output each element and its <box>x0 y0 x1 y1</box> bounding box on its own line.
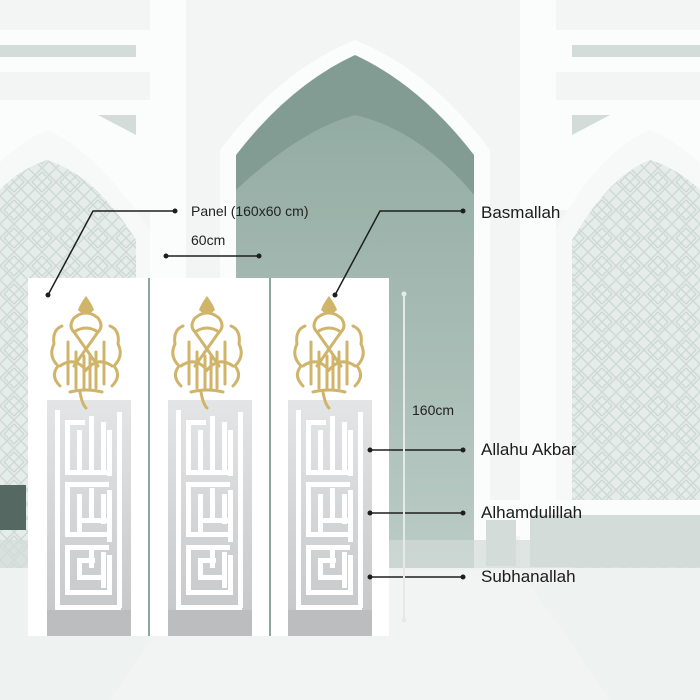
basmallah-label: Basmallah <box>481 203 561 222</box>
panel-divider <box>269 278 271 636</box>
allahu-akbar-label: Allahu Akbar <box>481 440 577 459</box>
panel-divider <box>148 278 150 636</box>
alhamdulillah-label: Alhamdulillah <box>481 503 583 522</box>
width-dimension-label: 60cm <box>191 232 226 248</box>
panel-size-label: Panel (160x60 cm) <box>191 203 309 219</box>
subhanallah-label: Subhanallah <box>481 567 576 586</box>
height-dimension-label: 160cm <box>412 402 455 418</box>
